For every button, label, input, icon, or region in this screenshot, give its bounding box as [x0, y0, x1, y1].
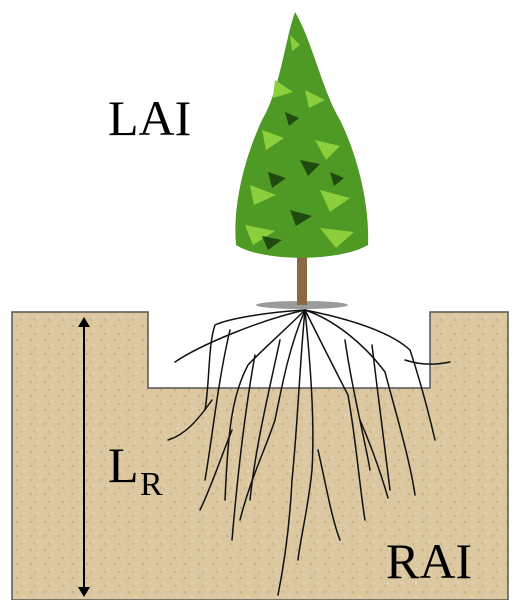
conifer-tree-icon: [235, 12, 368, 309]
label-lai: LAI: [108, 90, 191, 146]
label-lr-sub: R: [140, 466, 163, 503]
label-lr-main: L: [108, 437, 139, 493]
label-rai: RAI: [386, 533, 472, 589]
